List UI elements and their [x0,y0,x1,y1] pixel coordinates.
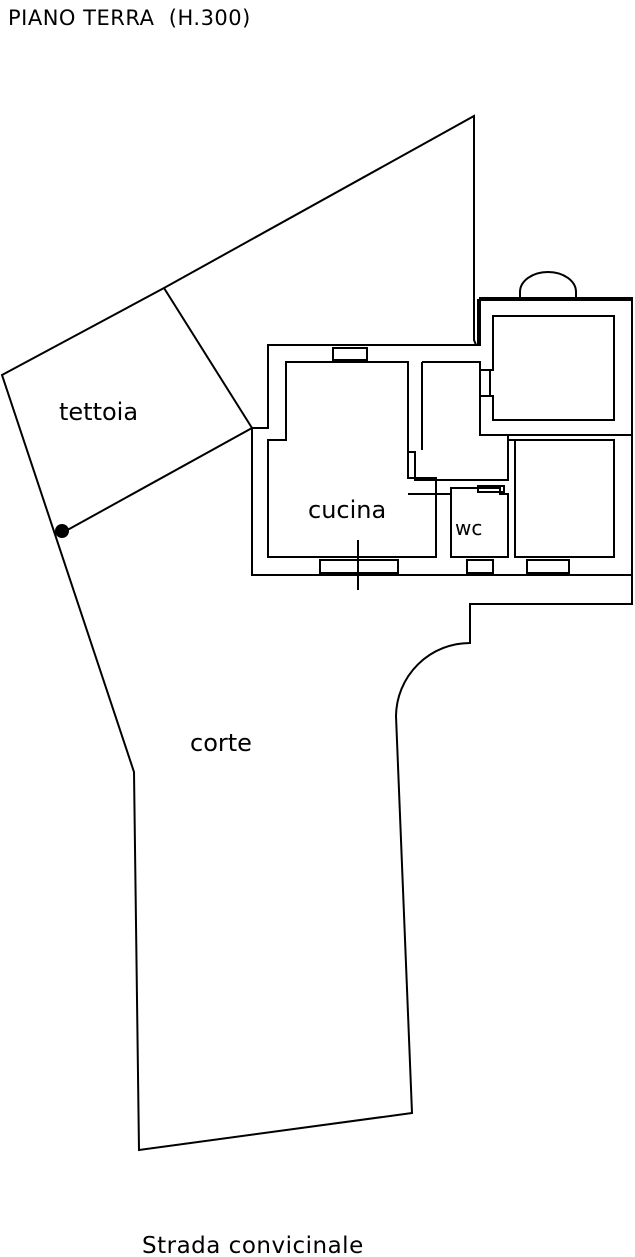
lot-boundary [0,114,633,1152]
house-outer-wall [251,299,633,576]
lower-right-window [526,559,570,574]
label-cucina: cucina [308,496,386,524]
lower-right-room [514,439,615,558]
label-wc: wc [455,516,482,540]
hall-room [408,361,509,481]
tettoia-divider-lower [61,427,253,534]
tettoia-divider-upper [163,287,253,429]
label-corte: corte [190,729,252,757]
plan-title: PIANO TERRA (H.300) [8,6,251,30]
bay-window [519,271,577,300]
wc-door [477,485,505,493]
column-marker [55,524,69,538]
label-tettoia: tettoia [59,398,138,426]
cucina-window-top [332,347,368,361]
wc-window [466,559,494,574]
wc-room [450,487,509,558]
cucina-room [267,361,437,558]
upper-right-room [479,315,615,421]
label-street: Strada convicinale [142,1233,364,1257]
